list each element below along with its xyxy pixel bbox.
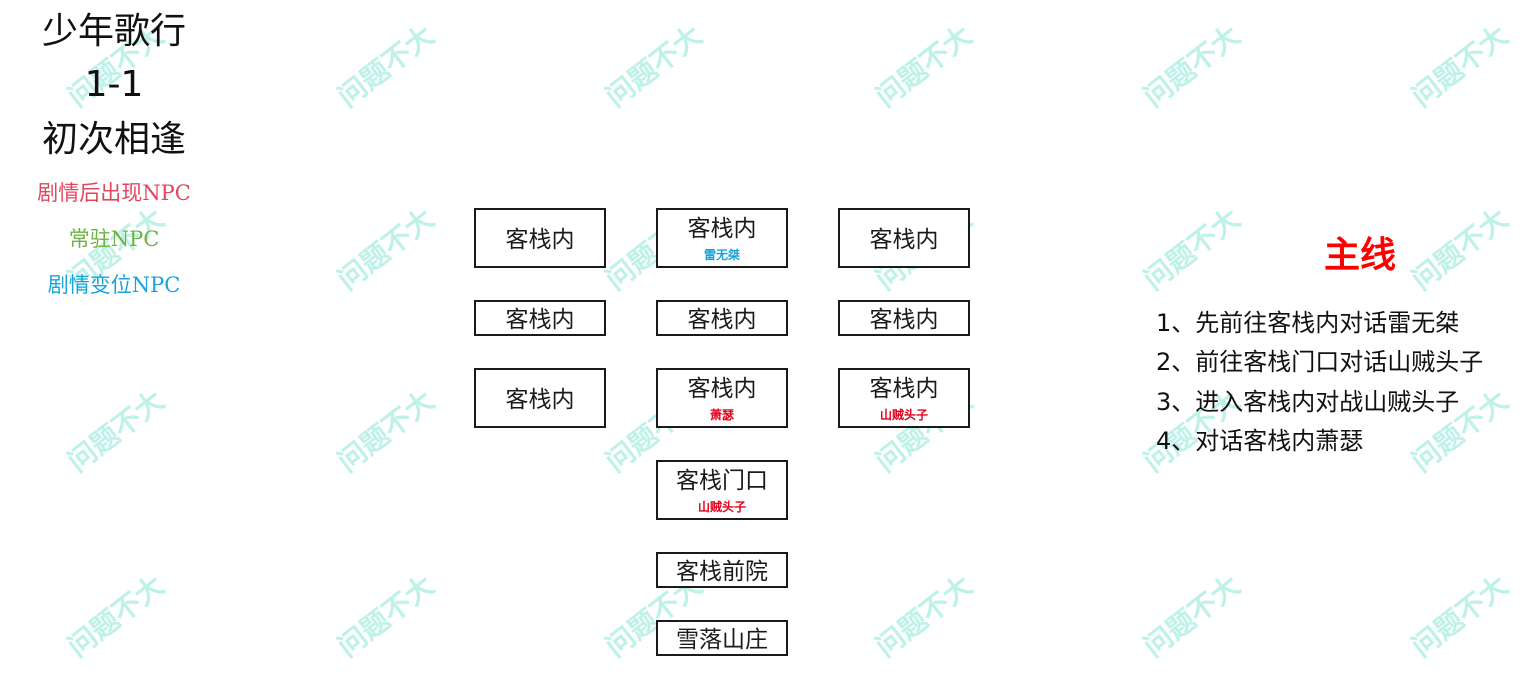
- node-label: 雪落山庄: [676, 627, 768, 653]
- watermark-text: 问题不大: [61, 568, 171, 664]
- npc-lei-wujie: 雷无桀: [703, 248, 740, 262]
- npc-bandit-chief: 山贼头子: [697, 500, 746, 514]
- legend-moved-npc: 剧情变位NPC: [47, 273, 181, 297]
- node-label: 客栈内: [687, 216, 757, 242]
- main-quest-title: 主线: [1323, 235, 1396, 276]
- watermark-text: 问题不大: [1137, 201, 1247, 297]
- npc-xiao-se: 萧瑟: [709, 408, 734, 422]
- watermark-text: 问题不大: [869, 568, 979, 664]
- node-label: 客栈内: [869, 307, 939, 333]
- watermark-text: 问题不大: [1137, 568, 1247, 664]
- node-label: 客栈内: [505, 307, 575, 333]
- node-label: 客栈内: [505, 387, 575, 413]
- watermark-text: 问题不大: [331, 383, 441, 479]
- quest-step-1: 1、先前往客栈内对话雷无桀: [1156, 309, 1460, 337]
- map-node-inn-r2c3[interactable]: 客栈内: [838, 300, 970, 336]
- node-label: 客栈内: [687, 307, 757, 333]
- legend-after-story-npc: 剧情后出现NPC: [37, 181, 191, 205]
- map-node-inn-r3c3[interactable]: 客栈内 山贼头子: [838, 368, 970, 428]
- map-node-inn-r2c1[interactable]: 客栈内: [474, 300, 606, 336]
- watermark-text: 问题不大: [331, 568, 441, 664]
- watermark-text: 问题不大: [331, 201, 441, 297]
- map-node-inn-r3c2[interactable]: 客栈内 萧瑟: [656, 368, 788, 428]
- node-label: 客栈内: [505, 227, 575, 253]
- chapter-title: 初次相逢: [41, 119, 186, 160]
- map-node-snow-manor[interactable]: 雪落山庄: [656, 620, 788, 656]
- chapter-number: 1-1: [84, 64, 144, 105]
- node-label: 客栈内: [687, 376, 757, 402]
- map-node-inn-front-yard[interactable]: 客栈前院: [656, 552, 788, 588]
- node-label: 客栈前院: [676, 559, 768, 585]
- watermark-text: 问题不大: [1405, 568, 1515, 664]
- node-label: 客栈内: [869, 376, 939, 402]
- watermark-text: 问题不大: [869, 18, 979, 114]
- node-label: 客栈门口: [676, 468, 768, 494]
- map-node-inn-r3c1[interactable]: 客栈内: [474, 368, 606, 428]
- legend-resident-npc: 常驻NPC: [68, 227, 160, 251]
- node-label: 客栈内: [869, 227, 939, 253]
- map-node-inn-r2c2[interactable]: 客栈内: [656, 300, 788, 336]
- npc-bandit-chief: 山贼头子: [879, 408, 928, 422]
- map-node-inn-r1c1[interactable]: 客栈内: [474, 208, 606, 268]
- quest-step-4: 4、对话客栈内萧瑟: [1156, 427, 1364, 455]
- watermark-text: 问题不大: [599, 18, 709, 114]
- map-node-inn-r1c2[interactable]: 客栈内 雷无桀: [656, 208, 788, 268]
- map-node-inn-r1c3[interactable]: 客栈内: [838, 208, 970, 268]
- watermark-text: 问题不大: [61, 383, 171, 479]
- watermark-text: 问题不大: [331, 18, 441, 114]
- map-node-inn-door[interactable]: 客栈门口 山贼头子: [656, 460, 788, 520]
- game-title: 少年歌行: [41, 11, 186, 52]
- watermark-text: 问题不大: [1137, 18, 1247, 114]
- quest-step-2: 2、前往客栈门口对话山贼头子: [1156, 348, 1484, 376]
- watermark-text: 问题不大: [1405, 18, 1515, 114]
- quest-step-3: 3、进入客栈内对战山贼头子: [1156, 388, 1460, 416]
